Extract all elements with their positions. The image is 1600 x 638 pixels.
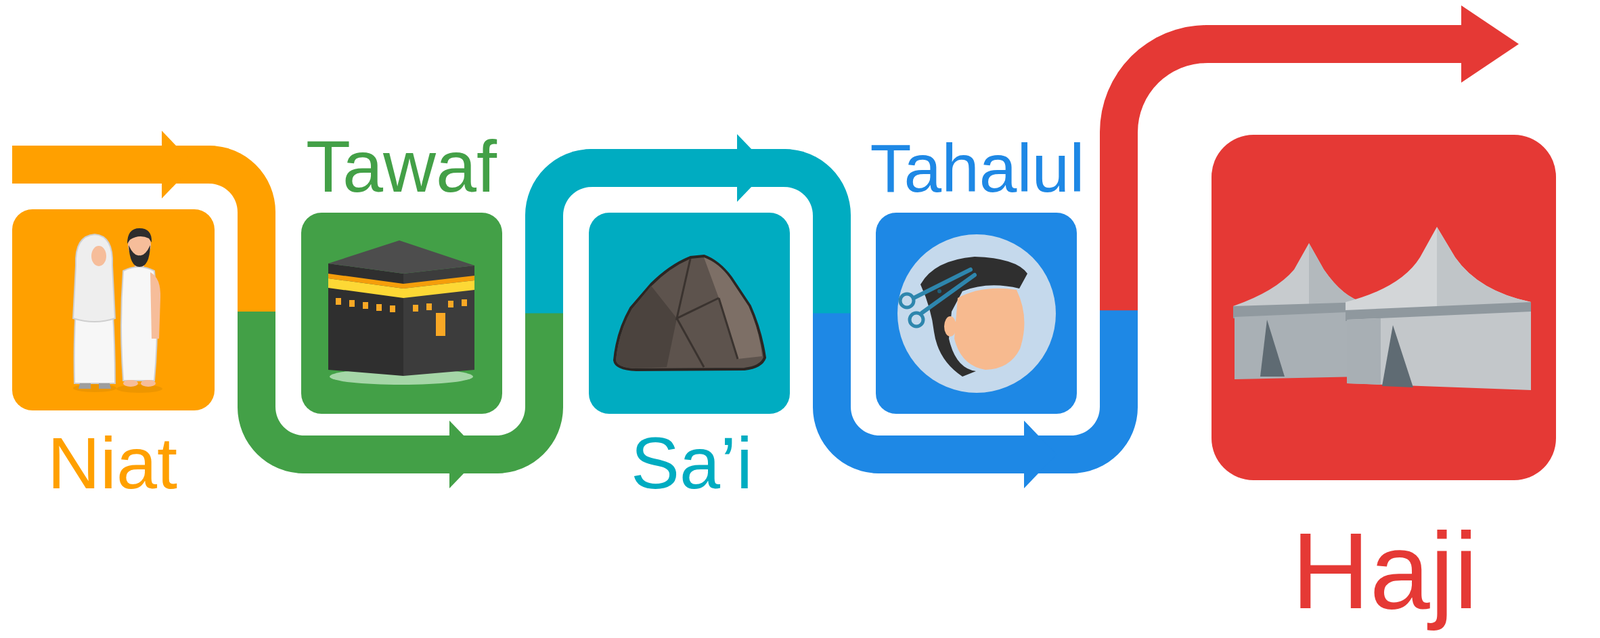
pilgrim-woman-part (91, 245, 107, 266)
tents-icon-part (1345, 226, 1531, 313)
step-box: Tawaf (301, 212, 503, 414)
haircut-icon-part (937, 289, 942, 294)
pilgrim-man-part (127, 231, 151, 259)
kaaba-icon-part (328, 273, 404, 289)
rock-icon (614, 255, 765, 370)
pilgrim-woman-part (78, 383, 91, 389)
haircut-icon-part (900, 293, 914, 308)
kaaba-icon-part (335, 297, 342, 305)
kaaba-icon-part (403, 265, 475, 376)
kaaba-icon-part (328, 240, 475, 274)
pilgrim-woman-part (98, 383, 111, 389)
haircut-icon-part (913, 269, 971, 298)
pilgrim-man-part (116, 384, 163, 393)
arrow-head (1461, 5, 1519, 83)
arrow-head (1024, 420, 1057, 488)
tents-icon-part (1308, 242, 1364, 310)
haircut-icon-part (920, 256, 1028, 377)
tents-icon-part (1234, 311, 1362, 380)
kaaba-icon-part (349, 299, 355, 307)
step-label: Tahalul (870, 134, 1085, 202)
step-box: Haji (1211, 134, 1557, 480)
step-label: Tawaf (305, 129, 497, 204)
rock-icon-part (703, 257, 763, 359)
rock-icon-part (676, 258, 738, 367)
kaaba-icon-part (403, 275, 475, 289)
pilgrim-woman-part (74, 274, 116, 384)
kaaba-icon-part (403, 280, 475, 298)
kaaba-icon-part (426, 303, 432, 310)
kaaba-icon-part (389, 305, 396, 313)
pilgrim-woman (73, 234, 117, 392)
pilgrim-man-part (123, 379, 139, 387)
tents-icon-part (1345, 301, 1531, 321)
tents-icon-part (1346, 318, 1381, 385)
kaaba-icon-part (328, 263, 404, 376)
kaaba-icon-part (328, 278, 404, 298)
rock-icon-part (615, 285, 677, 369)
kaaba-icon-part (435, 312, 446, 336)
pilgrim-man-part (127, 228, 152, 244)
step-box: Tahalul (875, 212, 1077, 414)
pilgrim-woman-part (73, 383, 117, 392)
kaaba-icon-part (329, 368, 474, 385)
pilgrim-man-part (121, 266, 158, 381)
tents-icon (1233, 226, 1531, 390)
arrow-head (737, 134, 770, 202)
tents-icon-part (1233, 242, 1364, 313)
haircut-icon-part (954, 288, 1025, 370)
haircut-icon-part (909, 312, 924, 327)
haircut-icon-part (921, 274, 975, 313)
rock-icon-part (614, 255, 765, 370)
haircut-icon (897, 234, 1056, 393)
step-box: Niat (12, 209, 215, 411)
pilgrim-man-part (140, 379, 156, 387)
kaaba-icon-part (448, 300, 454, 308)
haircut-icon-part (897, 234, 1056, 393)
kaaba-icon-part (362, 301, 369, 309)
kaaba-icon-part (461, 299, 468, 306)
step-label: Sa’i (630, 426, 753, 500)
kaaba-icon-part (412, 304, 419, 312)
arrow-head (449, 420, 482, 488)
step-label: Haji (1291, 516, 1479, 625)
tents-icon-part (1382, 324, 1414, 388)
tents-icon-part (1233, 301, 1364, 319)
step-label: Niat (47, 426, 178, 500)
haircut-icon-part (944, 316, 957, 337)
kaaba-icon (328, 240, 475, 385)
pilgrim-man (116, 228, 163, 393)
tents-icon-part (1346, 311, 1531, 390)
pilgrim-man-part (134, 255, 145, 269)
arrow-head (161, 130, 195, 199)
tents-icon-part (1436, 226, 1531, 310)
pilgrim-man-part (150, 272, 161, 339)
tents-icon-part (1260, 319, 1285, 377)
step-box: Sa’i (588, 212, 790, 414)
pilgrim-man-part (128, 245, 151, 267)
kaaba-icon-part (376, 303, 382, 311)
pilgrim-woman-part (73, 234, 116, 322)
